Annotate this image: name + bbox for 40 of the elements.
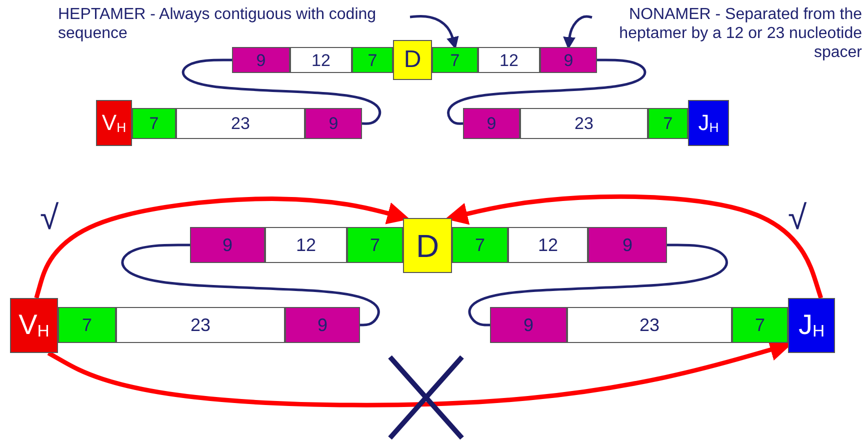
d-gene-segment: D xyxy=(403,218,452,273)
j-gene-segment: J$_{H}$ xyxy=(788,298,835,353)
heptamer-segment: 7 xyxy=(347,227,403,263)
spacer-segment: 23 xyxy=(116,307,285,343)
spacer-segment: 12 xyxy=(290,47,352,73)
nonamer-segment: 9 xyxy=(305,108,362,139)
check-mark: √ xyxy=(788,200,807,236)
nonamer-segment: 9 xyxy=(232,47,290,73)
spacer-segment: 23 xyxy=(176,108,305,139)
heptamer-segment: 7 xyxy=(432,47,478,73)
spacer-segment: 12 xyxy=(478,47,540,73)
nonamer-segment: 9 xyxy=(588,227,667,263)
dna-loop xyxy=(121,244,380,326)
dna-loop xyxy=(447,58,646,125)
spacer-segment: 23 xyxy=(567,307,732,343)
heptamer-segment: 7 xyxy=(648,108,688,139)
nonamer-segment: 9 xyxy=(190,227,265,263)
pointer-arrow xyxy=(410,14,459,50)
heptamer-segment: 7 xyxy=(352,47,393,73)
check-mark: √ xyxy=(40,200,59,236)
heptamer-segment: 7 xyxy=(58,307,116,343)
dna-loop xyxy=(468,244,728,326)
pointer-arrow xyxy=(563,15,592,50)
nonamer-segment: 9 xyxy=(463,108,520,139)
dna-loop xyxy=(182,58,381,125)
heptamer-segment: 7 xyxy=(732,307,788,343)
spacer-segment: 12 xyxy=(508,227,588,263)
v-gene-segment: V$_{H}$ xyxy=(96,100,132,146)
spacer-segment: 23 xyxy=(520,108,648,139)
heptamer-segment: 7 xyxy=(452,227,508,263)
nonamer-segment: 9 xyxy=(490,307,567,343)
spacer-segment: 12 xyxy=(265,227,347,263)
joining-arrow xyxy=(445,194,824,299)
d-gene-segment: D xyxy=(393,40,432,80)
joining-arrow xyxy=(34,196,410,299)
j-gene-segment: J$_{H}$ xyxy=(688,100,729,146)
nonamer-segment: 9 xyxy=(540,47,597,73)
nonamer-segment: 9 xyxy=(285,307,360,343)
heptamer-segment: 7 xyxy=(132,108,176,139)
v-gene-segment: V$_{H}$ xyxy=(10,298,58,353)
